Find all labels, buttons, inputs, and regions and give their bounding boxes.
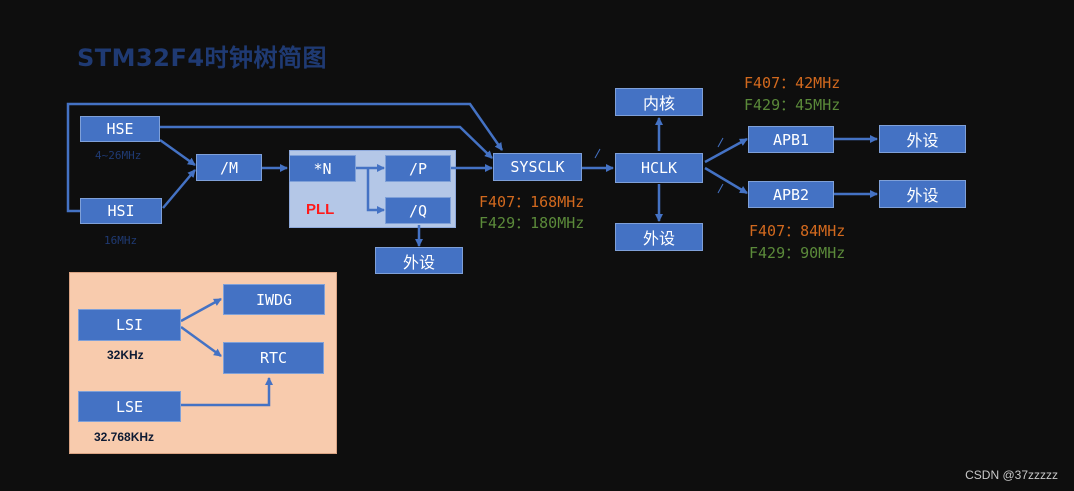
sysclk-box: SYSCLK: [493, 153, 582, 181]
hclk-to-apb2-arrow: [704, 166, 748, 195]
apb2-f429-freq: F429：90MHz: [749, 244, 846, 262]
divider-p-box: /P: [385, 155, 451, 182]
apb2-periph-box: 外设: [879, 180, 966, 208]
apb1-f429-freq: F429：45MHz: [744, 96, 841, 114]
hsi-to-sysclk-arrow: [66, 102, 504, 213]
apb1-slash-mark: [717, 137, 724, 148]
pll-periph-box: 外设: [375, 247, 463, 274]
apb2-box: APB2: [748, 181, 834, 208]
hclk-periph-box: 外设: [615, 223, 703, 251]
sysclk-f429-freq: F429：180MHz: [479, 214, 585, 232]
hclk-box: HCLK: [615, 153, 703, 183]
sysclk-slash-mark: [594, 148, 601, 159]
core-box: 内核: [615, 88, 703, 116]
lsi-freq-label: 32KHz: [107, 348, 144, 362]
apb1-periph-box: 外设: [879, 125, 966, 153]
hsi-freq-label: 16MHz: [104, 234, 138, 247]
apb1-box: APB1: [748, 126, 834, 153]
hse-box: HSE: [80, 116, 160, 142]
divider-q-box: /Q: [385, 197, 451, 224]
lse-to-rtc-arrow: [181, 377, 273, 407]
rtc-box: RTC: [223, 342, 324, 374]
diagram-title: STM32F4时钟树简图: [77, 44, 328, 72]
apb2-f407-freq: F407：84MHz: [749, 222, 846, 240]
hse-to-sysclk-arrow: [160, 125, 493, 159]
lsi-to-iwdg-arrow: [180, 297, 222, 323]
hclk-to-apb1-arrow: [704, 137, 748, 164]
divider-m-box: /M: [196, 154, 262, 181]
hsi-box: HSI: [80, 198, 162, 224]
lsi-to-rtc-arrow: [180, 325, 222, 358]
apb2-slash-mark: [717, 183, 724, 194]
iwdg-box: IWDG: [223, 284, 325, 315]
lse-freq-label: 32.768KHz: [94, 430, 155, 444]
hsi-to-m-arrow: [162, 169, 196, 209]
sysclk-f407-freq: F407：168MHz: [479, 193, 585, 211]
multiplier-n-box: *N: [289, 155, 356, 182]
pll-label: PLL: [306, 201, 335, 218]
hse-freq-label: 4~26MHz: [95, 149, 142, 162]
hse-to-m-arrow: [159, 138, 196, 167]
watermark: CSDN @37zzzzz: [965, 468, 1058, 482]
lse-box: LSE: [78, 391, 181, 422]
apb1-f407-freq: F407：42MHz: [744, 74, 841, 92]
lsi-box: LSI: [78, 309, 181, 341]
n-to-q-arrow: [366, 168, 385, 214]
